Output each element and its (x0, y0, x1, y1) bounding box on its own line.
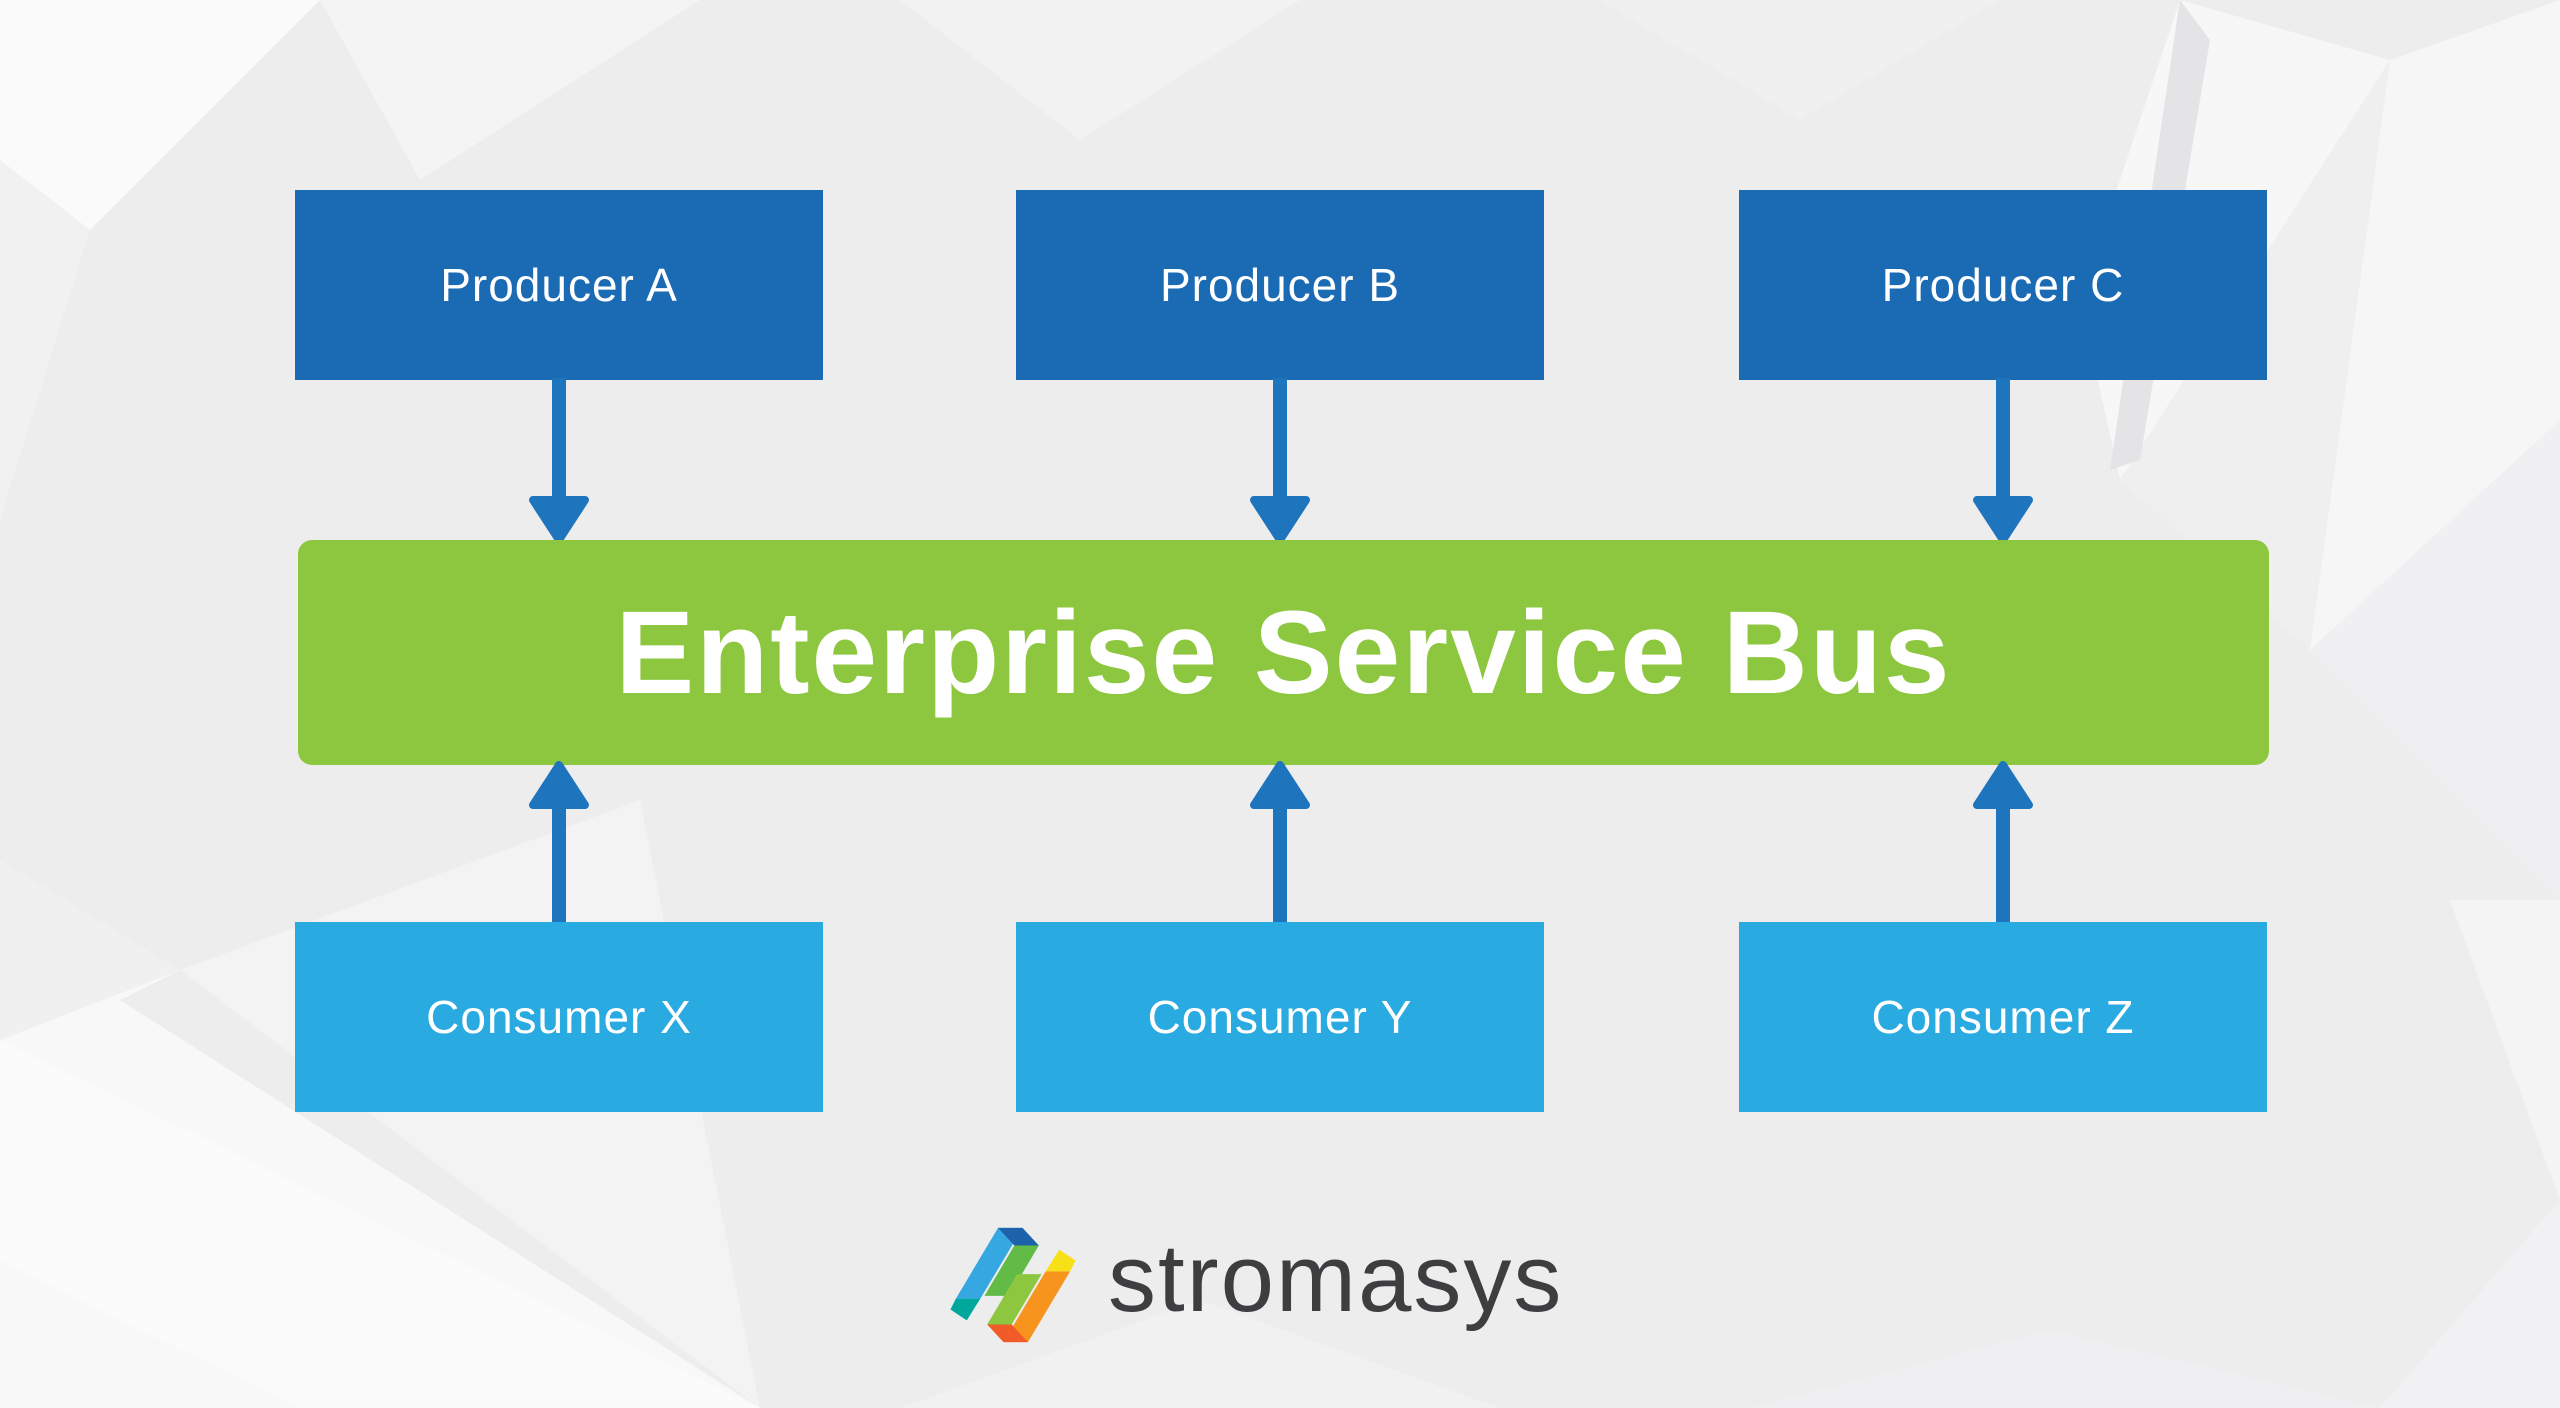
consumer-y-label: Consumer Y (1147, 991, 1413, 1043)
bus-label: Enterprise Service Bus (615, 586, 1952, 719)
producer-b-label: Producer B (1159, 259, 1401, 311)
producer-c-box: Producer C (1739, 190, 2267, 380)
consumer-x-label: Consumer X (426, 991, 692, 1043)
up-arrow-icon (1968, 757, 2038, 925)
stromasys-brand: stromasys (942, 1212, 1563, 1357)
stromasys-hexagon-s-icon (950, 1227, 1076, 1342)
up-arrow-icon (524, 757, 594, 925)
consumer-y-box: Consumer Y (1016, 922, 1544, 1112)
enterprise-service-bus-bar: Enterprise Service Bus (298, 540, 2269, 765)
down-arrow-icon (1245, 378, 1315, 548)
producer-a-label: Producer A (440, 259, 678, 311)
consumer-z-box: Consumer Z (1739, 922, 2267, 1112)
producer-a-box: Producer A (295, 190, 823, 380)
producer-c-label: Producer C (1881, 259, 2125, 311)
producer-b-box: Producer B (1016, 190, 1544, 380)
consumer-z-label: Consumer Z (1871, 991, 2135, 1043)
down-arrow-icon (1968, 378, 2038, 548)
up-arrow-icon (1245, 757, 1315, 925)
brand-name: stromasys (1108, 1224, 1564, 1332)
consumer-x-box: Consumer X (295, 922, 823, 1112)
down-arrow-icon (524, 378, 594, 548)
